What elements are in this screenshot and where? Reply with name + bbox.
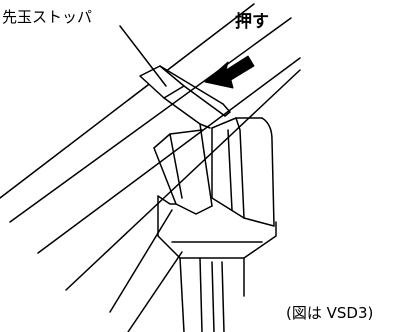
lower-housing	[157, 195, 277, 332]
support-block	[211, 117, 275, 227]
frame-rails	[0, 3, 301, 332]
push-label: 押す	[235, 12, 269, 32]
figure-caption: (図は VSD3)	[286, 304, 374, 322]
clip-body	[153, 123, 213, 215]
stopper-label: 先玉ストッパ	[2, 8, 93, 26]
leader-line	[119, 25, 167, 87]
push-arrow	[204, 55, 255, 89]
